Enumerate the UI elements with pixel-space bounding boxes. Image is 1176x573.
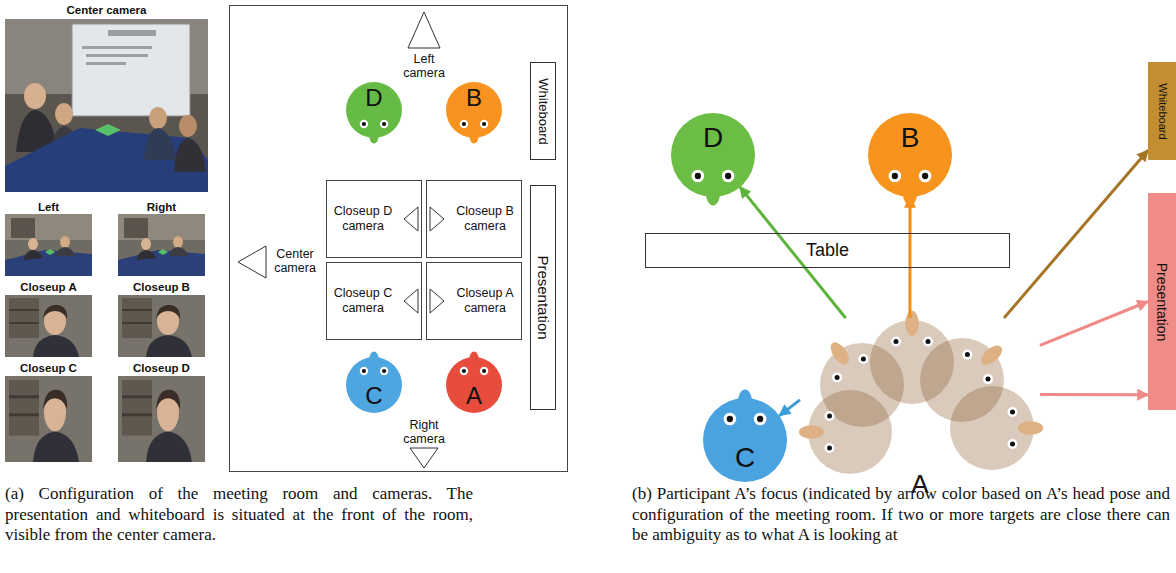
head xyxy=(671,113,755,197)
eye xyxy=(460,120,468,128)
node-label: Whiteboard xyxy=(537,78,550,144)
closeup-photo xyxy=(118,376,205,462)
camera-label: Left camera xyxy=(394,52,454,81)
closeup-photo xyxy=(118,295,205,357)
node-label: Presentation xyxy=(536,255,551,339)
camera-box: Closeup B camera xyxy=(426,180,522,258)
photo-title: Left xyxy=(5,201,92,214)
eye xyxy=(722,170,735,183)
participant-circle: B xyxy=(868,113,952,197)
camera-label: Center camera xyxy=(268,247,322,276)
table-box: Table xyxy=(645,233,1010,268)
participant-letter: D xyxy=(671,121,755,155)
participant-letter: A xyxy=(446,382,502,411)
room-frame: Left cameraCenter cameraRight camera D B Cl… xyxy=(229,5,568,472)
node-label: Table xyxy=(806,240,849,262)
eye xyxy=(380,367,388,375)
eye xyxy=(460,367,468,375)
closeup-photo xyxy=(5,376,92,462)
presentation-box: Presentation xyxy=(1148,193,1176,410)
pupil xyxy=(382,122,386,126)
eye xyxy=(889,170,902,183)
node-label: Closeup D camera xyxy=(331,204,395,234)
right-camera-photo xyxy=(118,214,205,276)
camera-box: Closeup C camera xyxy=(326,262,422,340)
participant-letter: C xyxy=(703,441,787,475)
photo-title: Right xyxy=(118,201,205,214)
eye xyxy=(919,170,932,183)
eye xyxy=(724,413,737,426)
pupil xyxy=(695,173,701,179)
photo-title: Center camera xyxy=(5,4,208,17)
focus-arrow xyxy=(779,400,800,416)
head xyxy=(703,398,787,482)
photo-title: Closeup D xyxy=(118,362,205,375)
camera-symbols xyxy=(238,12,444,468)
participant-circle: B xyxy=(446,82,502,138)
eye xyxy=(692,170,705,183)
eye xyxy=(480,120,488,128)
participant-circle: D xyxy=(671,113,755,197)
photo-title: Closeup A xyxy=(5,281,92,294)
caption: (a) Configuration of the meeting room an… xyxy=(5,484,473,546)
head xyxy=(346,357,402,413)
closeup-photo xyxy=(5,295,92,357)
participant-head-group: A xyxy=(800,318,1040,500)
node-label: Whiteboard xyxy=(1157,83,1168,139)
pupil xyxy=(727,416,733,422)
presentation-box: Presentation xyxy=(530,185,556,410)
participant-circle: A xyxy=(446,357,502,413)
caption: (b) Participant A’s focus (indicated by … xyxy=(632,484,1170,546)
pupil xyxy=(892,173,898,179)
head xyxy=(346,82,402,138)
center-camera-photo xyxy=(5,19,208,192)
focus-arrow xyxy=(1040,302,1148,346)
participant-circle: C xyxy=(346,357,402,413)
pupil xyxy=(482,369,486,373)
eye xyxy=(360,120,368,128)
head-poses xyxy=(799,311,1043,474)
participant-letter: C xyxy=(346,382,402,411)
camera-box: Closeup A camera xyxy=(426,262,522,340)
node-label: Closeup A camera xyxy=(453,286,517,316)
participant-letter: B xyxy=(868,121,952,155)
participant-letter: B xyxy=(446,84,502,113)
camera-box: Closeup D camera xyxy=(326,180,422,258)
participant-circle: D xyxy=(346,82,402,138)
camera-label: Right camera xyxy=(394,418,454,447)
head xyxy=(446,357,502,413)
pupil xyxy=(482,122,486,126)
pupil xyxy=(362,122,366,126)
pupil xyxy=(382,369,386,373)
pupil xyxy=(757,416,763,422)
pupil xyxy=(362,369,366,373)
focus-arrow xyxy=(1004,150,1148,318)
participant-circle: C xyxy=(703,398,787,482)
pupil xyxy=(922,173,928,179)
node-label: Closeup C camera xyxy=(331,286,395,316)
eye xyxy=(480,367,488,375)
node-label: Closeup B camera xyxy=(453,204,517,234)
whiteboard-box: Whiteboard xyxy=(530,62,556,160)
eye xyxy=(360,367,368,375)
left-camera-photo xyxy=(5,214,92,276)
participant-letter: D xyxy=(346,84,402,113)
eye xyxy=(754,413,767,426)
pupil xyxy=(725,173,731,179)
focus-arrow xyxy=(1040,393,1148,396)
head xyxy=(446,82,502,138)
eye xyxy=(380,120,388,128)
focus-arrow xyxy=(908,197,911,318)
photo-title: Closeup B xyxy=(118,281,205,294)
pupil xyxy=(462,369,466,373)
head xyxy=(868,113,952,197)
whiteboard-box: Whiteboard xyxy=(1148,62,1176,160)
node-label: Presentation xyxy=(1155,262,1169,341)
photo-title: Closeup C xyxy=(5,362,92,375)
pupil xyxy=(462,122,466,126)
